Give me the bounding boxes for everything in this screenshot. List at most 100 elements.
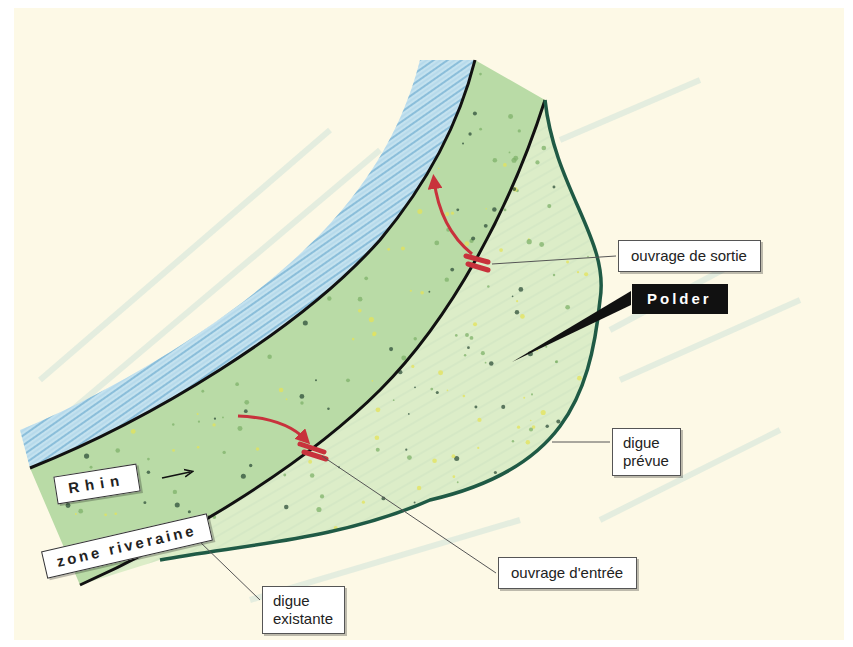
texture-dot <box>237 216 239 218</box>
texture-dot <box>366 532 371 537</box>
texture-dot <box>473 499 477 503</box>
texture-dot <box>106 116 110 120</box>
texture-dot <box>129 87 131 89</box>
texture-dot <box>147 244 151 248</box>
texture-dot <box>506 475 508 477</box>
texture-dot <box>477 418 481 422</box>
texture-dot <box>195 148 198 151</box>
texture-dot <box>453 475 456 478</box>
texture-dot <box>174 279 178 283</box>
texture-dot <box>327 296 331 300</box>
texture-dot <box>125 178 128 181</box>
texture-dot <box>470 336 474 340</box>
texture-dot <box>542 146 547 151</box>
texture-dot <box>358 309 362 313</box>
texture-dot <box>336 125 338 127</box>
texture-dot <box>430 388 433 391</box>
texture-dot <box>515 310 519 314</box>
texture-dot <box>222 416 224 418</box>
texture-dot <box>440 82 444 86</box>
texture-dot <box>428 291 430 293</box>
texture-dot <box>169 226 174 231</box>
texture-dot <box>489 361 494 366</box>
texture-dot <box>222 102 225 105</box>
texture-dot <box>464 354 466 356</box>
texture-dot <box>316 507 321 512</box>
texture-dot <box>165 300 169 304</box>
texture-dot <box>131 429 136 434</box>
texture-dot <box>555 361 557 363</box>
texture-dot <box>316 113 318 115</box>
texture-dot <box>128 107 130 109</box>
texture-dot <box>410 290 412 292</box>
texture-dot <box>593 354 597 358</box>
area-label: Polder <box>632 284 728 314</box>
texture-dot <box>297 217 302 222</box>
texture-dot <box>129 100 134 105</box>
texture-dot <box>499 248 503 252</box>
texture-dot <box>362 501 365 504</box>
texture-dot <box>463 395 466 398</box>
texture-dot <box>159 230 162 233</box>
texture-dot <box>376 448 380 452</box>
texture-dot <box>140 580 142 582</box>
texture-dot <box>283 473 286 476</box>
texture-dot <box>286 212 289 215</box>
texture-dot <box>208 179 210 181</box>
texture-dot <box>479 73 482 76</box>
texture-dot <box>450 268 454 272</box>
texture-dot <box>597 491 601 495</box>
texture-dot <box>104 117 106 119</box>
texture-dot <box>84 364 88 368</box>
texture-dot <box>316 267 320 271</box>
texture-dot <box>407 455 412 460</box>
texture-dot <box>429 114 431 116</box>
texture-dot <box>293 195 296 198</box>
texture-dot <box>398 570 400 572</box>
texture-dot <box>84 453 89 458</box>
texture-dot <box>244 409 248 413</box>
texture-dot <box>272 165 276 169</box>
texture-dot <box>465 241 470 246</box>
texture-dot <box>134 234 136 236</box>
texture-dot <box>197 446 200 449</box>
texture-dot <box>302 549 305 552</box>
texture-dot <box>524 69 529 74</box>
texture-dot <box>241 170 245 174</box>
texture-dot <box>337 89 339 91</box>
texture-dot <box>369 227 371 229</box>
texture-dot <box>244 345 248 349</box>
texture-dot <box>191 576 196 581</box>
texture-dot <box>281 576 284 579</box>
texture-dot <box>493 158 498 163</box>
texture-dot <box>125 323 127 325</box>
texture-dot <box>479 128 482 131</box>
label-text: zone riveraine <box>55 521 199 571</box>
texture-dot <box>474 406 477 409</box>
texture-dot <box>209 80 214 85</box>
texture-dot <box>489 577 493 581</box>
texture-dot <box>336 556 340 560</box>
texture-dot <box>530 420 532 422</box>
texture-dot <box>102 279 104 281</box>
texture-dot <box>174 186 178 190</box>
texture-dot <box>115 293 119 297</box>
zone-label: zone riveraine <box>41 513 213 579</box>
texture-dot <box>147 458 150 461</box>
texture-dot <box>467 533 469 535</box>
texture-dot <box>115 448 120 453</box>
texture-dot <box>199 179 203 183</box>
texture-dot <box>379 146 381 148</box>
texture-dot <box>172 76 174 78</box>
label-text: digue prévue <box>623 434 670 470</box>
texture-dot <box>290 108 292 110</box>
polder-texture <box>80 100 601 585</box>
texture-dot <box>566 261 569 264</box>
texture-dot <box>465 548 470 553</box>
texture-dot <box>159 183 164 188</box>
texture-dot <box>409 66 414 71</box>
texture-dot <box>172 449 175 452</box>
river-bank <box>30 60 475 468</box>
